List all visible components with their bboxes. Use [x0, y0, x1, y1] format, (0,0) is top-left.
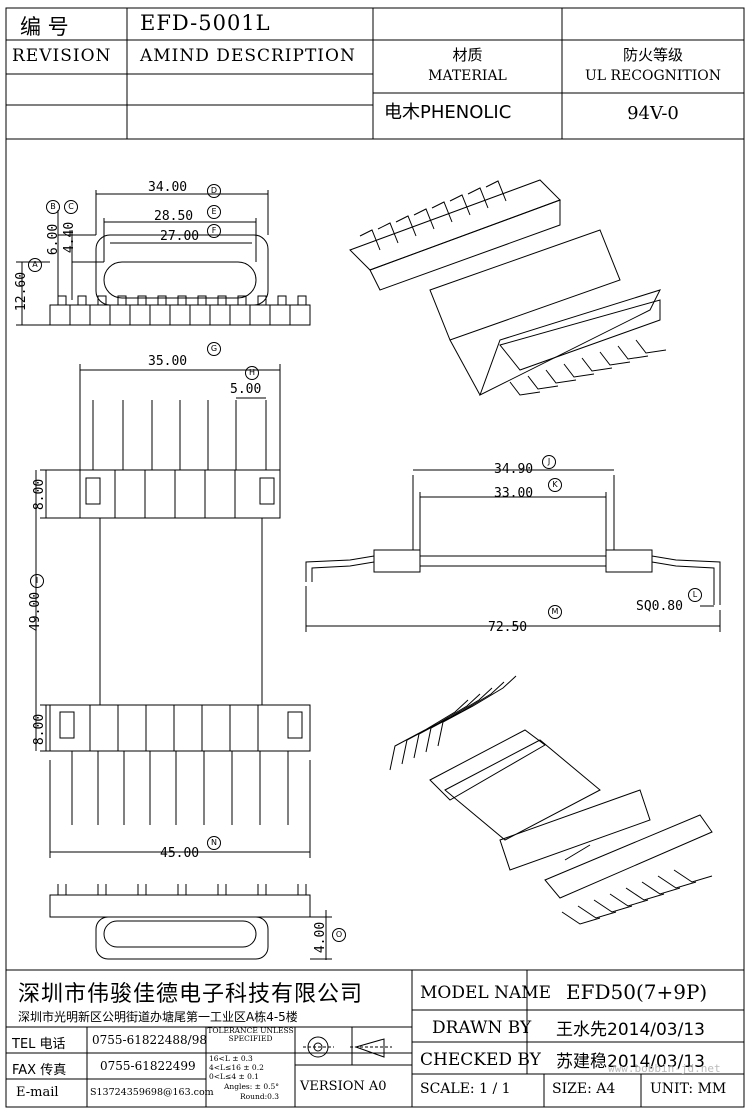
tol-row-1: 16<L ± 0.3	[209, 1054, 253, 1063]
tol-row-2: 4<L≤16 ± 0.2	[209, 1063, 264, 1072]
dim-l: SQ0.80	[636, 599, 683, 614]
dim-n: 45.00	[160, 846, 200, 861]
dim-8a: 8.00	[32, 478, 48, 511]
fax-value: 0755-61822499	[100, 1059, 196, 1073]
dim-o: 4.00	[313, 921, 329, 954]
balloon-g: G	[207, 342, 221, 356]
revision-label: REVISION	[12, 46, 112, 66]
model-value: EFD50(7+9P)	[566, 980, 708, 1004]
balloon-j: J	[542, 455, 556, 469]
company-name: 深圳市伟骏佳德电子科技有限公司	[18, 982, 364, 1007]
dim-c: 4.40	[62, 221, 78, 254]
balloon-o: O	[332, 928, 346, 942]
amind-label: AMIND DESCRIPTION	[140, 46, 356, 66]
dim-j: 34.90	[494, 462, 534, 477]
balloon-a: A	[28, 258, 42, 272]
checked-label: CHECKED BY	[420, 1050, 541, 1070]
ul-value: 94V-0	[627, 103, 679, 124]
tolerance-title: TOLERANCE UNLESS SPECIFIED	[207, 1026, 294, 1043]
balloon-h: H	[245, 366, 259, 380]
ul-cn: 防火等级	[622, 46, 683, 64]
balloon-k: K	[548, 478, 562, 492]
unit-label: UNIT: MM	[650, 1081, 727, 1097]
balloon-c: C	[64, 200, 78, 214]
balloon-d: D	[207, 184, 221, 198]
balloon-b: B	[46, 200, 60, 214]
checked-value: 苏建稳2014/03/13	[556, 1052, 705, 1072]
size-label: SIZE: A4	[552, 1081, 616, 1097]
dim-k: 33.00	[494, 486, 534, 501]
tel-label: TEL 电话	[12, 1037, 66, 1052]
dim-e: 28.50	[154, 209, 194, 224]
email-label: E-mail	[16, 1085, 59, 1100]
part-number: EFD-5001L	[140, 11, 271, 35]
number-label: 编 号	[20, 15, 69, 39]
email-value: S13724359698@163.com	[90, 1087, 214, 1098]
material-en: MATERIAL	[428, 68, 507, 84]
drawn-value: 王水先2014/03/13	[556, 1020, 705, 1040]
dim-i: 49.00	[28, 591, 44, 632]
balloon-n: N	[207, 836, 221, 850]
balloon-e: E	[207, 205, 221, 219]
dim-a: 12.60	[14, 271, 30, 312]
tol-row-3: 0<L≤4 ± 0.1	[209, 1072, 260, 1081]
dim-h: 5.00	[230, 382, 262, 397]
fax-label: FAX 传真	[12, 1063, 67, 1078]
tol-row-4: Angles: ± 0.5°	[224, 1082, 279, 1091]
dim-b: 6.00	[46, 223, 62, 256]
model-label: MODEL NAME	[420, 983, 552, 1003]
scale-label: SCALE: 1 / 1	[420, 1081, 511, 1097]
material-value: 电木PHENOLIC	[384, 102, 512, 123]
material-cn: 材质	[452, 46, 483, 64]
balloon-f: F	[207, 224, 221, 238]
ul-en: UL RECOGNITION	[584, 68, 722, 84]
dim-d: 34.00	[148, 180, 188, 195]
dim-f: 27.00	[160, 229, 200, 244]
balloon-i: I	[30, 574, 44, 588]
watermark: www.bobbin-jd.net	[608, 1062, 721, 1075]
version-label: VERSION A0	[300, 1079, 387, 1094]
balloon-m: M	[548, 605, 562, 619]
dim-m: 72.50	[488, 620, 528, 635]
dim-g: 35.00	[148, 354, 188, 369]
balloon-l: L	[688, 588, 702, 602]
drawn-label: DRAWN BY	[432, 1018, 532, 1038]
dim-8b: 8.00	[32, 713, 48, 746]
tol-row-5: Round:0.3	[240, 1092, 280, 1101]
tel-value: 0755-61822488/98	[92, 1033, 207, 1047]
company-address: 深圳市光明新区公明街道办塘尾第一工业区A栋4-5楼	[18, 1010, 298, 1024]
